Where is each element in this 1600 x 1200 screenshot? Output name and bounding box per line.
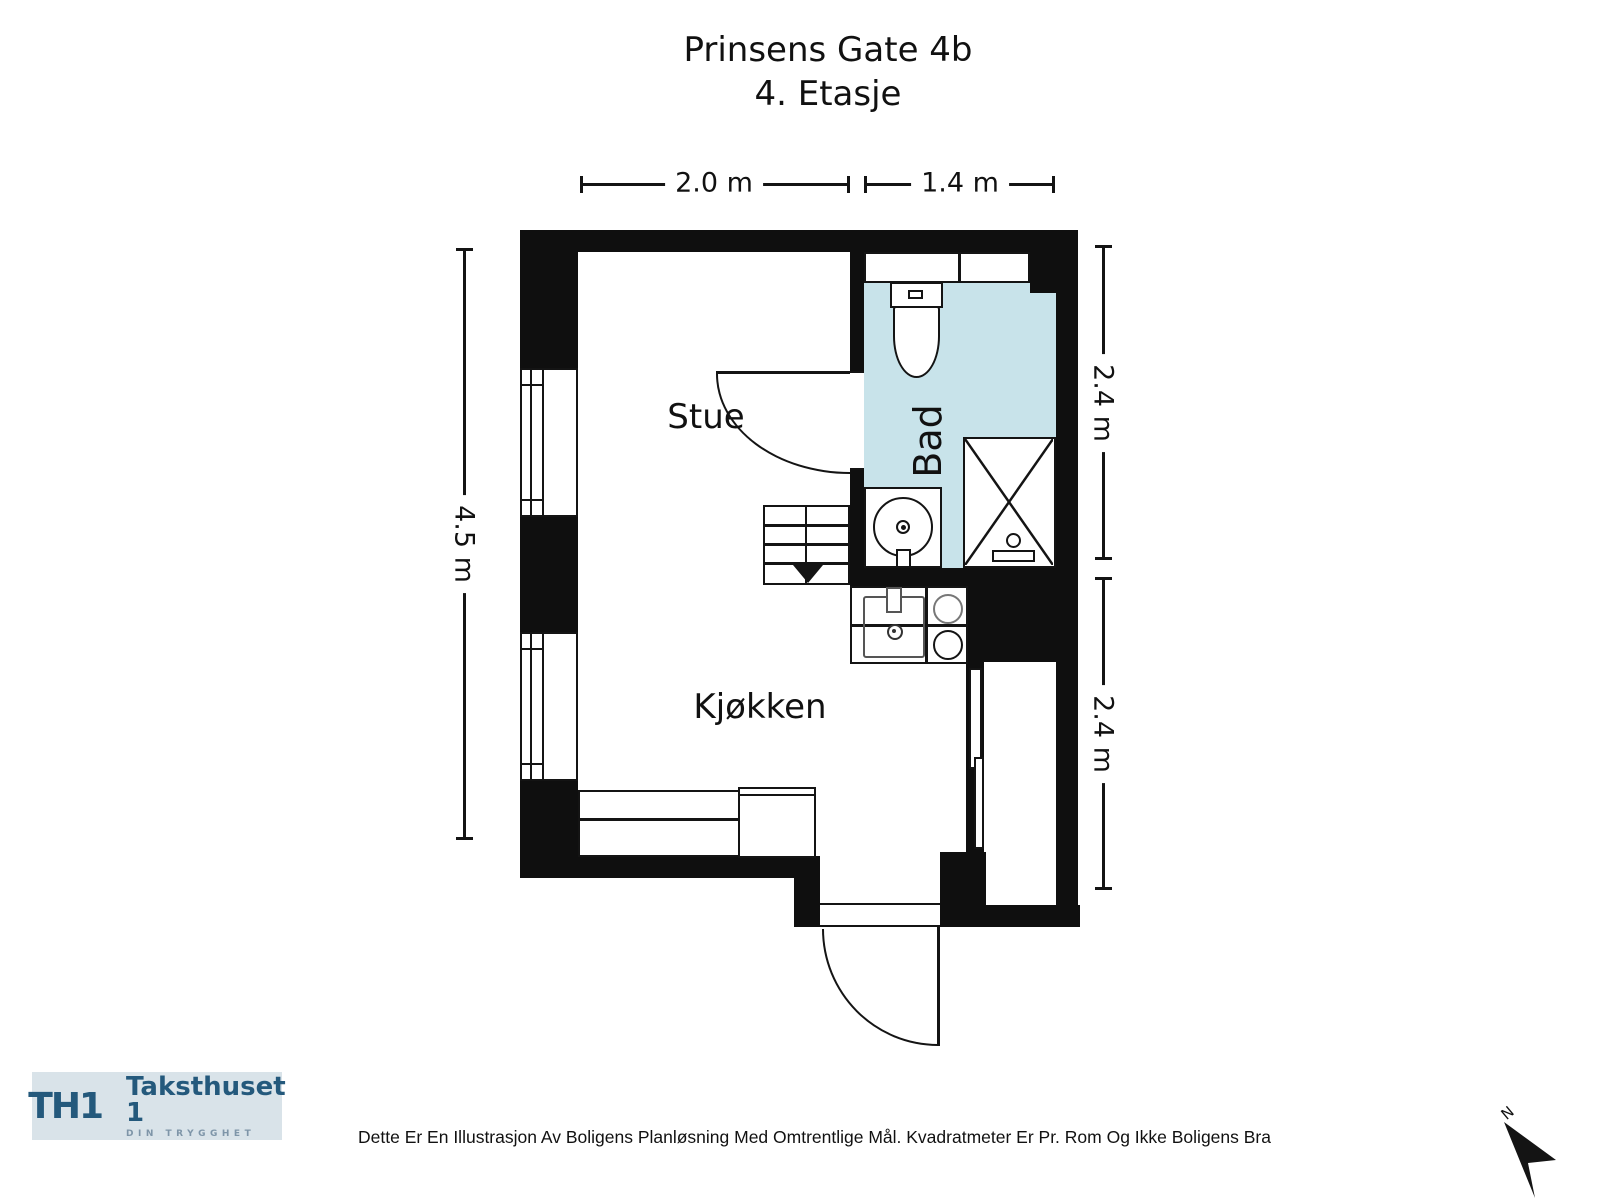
- entrance-door-swing-arc: [822, 929, 938, 1046]
- niche-door-panel-upper: [969, 668, 982, 769]
- entrance-door-leaf: [937, 927, 940, 1046]
- logo-company-name: Taksthuset 1: [126, 1071, 286, 1128]
- dim-label-2_0m: 2.0 m: [665, 167, 763, 199]
- dim-label-1_4m: 1.4 m: [911, 167, 1009, 199]
- kitchen-unit-divider: [852, 624, 966, 627]
- wall-left-upper: [520, 230, 578, 368]
- room-label-bath: Bad: [906, 404, 950, 478]
- wall-bath-west-lower: [850, 470, 864, 590]
- entrance-door-threshold: [820, 903, 940, 927]
- shower-cross-icon: [965, 439, 1053, 565]
- shower-bar: [992, 550, 1035, 562]
- wall-below-shower-block: [966, 568, 1056, 662]
- shower-head: [1006, 533, 1021, 548]
- shower-cabinet: [963, 437, 1056, 568]
- kitchen-counter-long: [578, 790, 741, 857]
- dim-label-4_5m: 4.5 m: [448, 495, 480, 593]
- bathroom-door-opening: [850, 371, 864, 470]
- stairs-down-arrow-icon: [793, 565, 823, 583]
- broker-logo: TH1 Taksthuset 1 DIN TRYGGHET: [28, 1072, 286, 1140]
- wall-top-right-notch: [1030, 252, 1078, 293]
- wall-left-middle: [520, 517, 578, 632]
- bathroom-basin-drain-dot: [901, 525, 906, 530]
- logo-monogram: TH1: [28, 1085, 104, 1127]
- wall-bottom-right: [940, 905, 1080, 927]
- page-title: Prinsens Gate 4b 4. Etasje: [528, 28, 1128, 116]
- niche-door-panel-lower: [974, 757, 984, 849]
- room-label-living: Stue: [667, 397, 745, 437]
- title-address: Prinsens Gate 4b: [683, 30, 973, 70]
- north-arrow-icon: [1504, 1122, 1556, 1198]
- staircase: [763, 505, 850, 585]
- room-label-kitchen: Kjøkken: [693, 687, 827, 727]
- disclaimer-text: Dette Er En Illustrasjon Av Boligens Pla…: [358, 1127, 1271, 1147]
- wall-right: [1056, 252, 1078, 927]
- toilet-bowl: [893, 306, 940, 378]
- logo-tagline: DIN TRYGGHET: [126, 1128, 256, 1139]
- bathroom-door-leaf: [716, 371, 850, 374]
- wall-top: [520, 230, 1078, 252]
- stove-divider: [925, 588, 928, 662]
- bathroom-counter-divider: [958, 252, 961, 283]
- toilet-flush-button: [908, 290, 923, 299]
- dim-label-2_4m-lower: 2.4 m: [1087, 685, 1119, 783]
- dim-label-2_4m-upper: 2.4 m: [1087, 354, 1119, 452]
- title-floor: 4. Etasje: [754, 74, 902, 114]
- kitchen-faucet: [886, 587, 902, 613]
- wall-bath-west-upper: [850, 252, 864, 371]
- wall-door-jamb-left: [794, 856, 820, 927]
- stove-burner-top: [933, 594, 963, 624]
- kitchen-counter-short: [738, 787, 816, 858]
- bathroom-basin-faucet: [896, 549, 911, 568]
- kitchen-drain-dot: [892, 629, 896, 633]
- kitchen-unit: [850, 586, 968, 664]
- stove-burner-bottom: [933, 630, 963, 660]
- wall-bottom-left: [520, 856, 812, 878]
- bathroom-counter: [864, 252, 1030, 283]
